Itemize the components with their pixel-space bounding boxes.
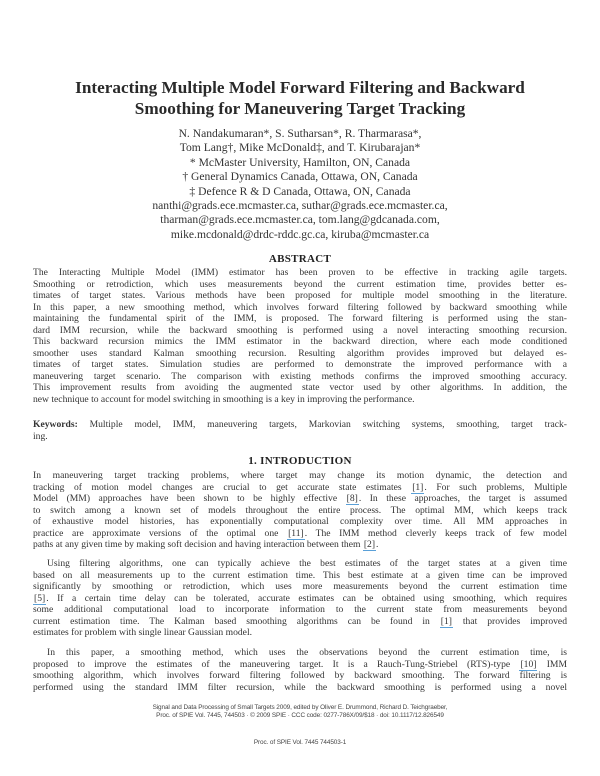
abstract-line: maneuvering target scenario. The compari… — [33, 370, 567, 382]
keywords-text: Multiple model, IMM, maneuvering targets… — [89, 419, 567, 430]
abstract-heading: ABSTRACT — [268, 253, 332, 265]
email-line: tharman@grads.ece.mcmaster.ca, tom.lang@… — [160, 213, 440, 227]
title-line-1: Interacting Multiple Model Forward Filte… — [75, 78, 525, 97]
abstract-line: dard IMM recursion, while the backward s… — [33, 324, 567, 336]
affiliation-line: ‡ Defence R & D Canada, Ottawa, ON, Cana… — [189, 184, 411, 198]
intro-paragraph-1: In maneuvering target tracking problems,… — [33, 470, 567, 552]
email-line: mike.mcdonald@drdc-rddc.gc.ca, kiruba@mc… — [170, 227, 430, 241]
keywords-text-cont: ing. — [33, 430, 48, 442]
publication-footer: Signal and Data Processing of Small Targ… — [0, 704, 600, 721]
abstract-line: timates of target states. Simulation stu… — [33, 359, 567, 371]
abstract-line: smoother uses standard Kalman smoothing … — [33, 347, 567, 359]
abstract-line: In this paper, a new smoothing method, w… — [33, 301, 567, 313]
author-line: Tom Lang†, Mike McDonald‡, and T. Kiruba… — [179, 141, 421, 155]
intro-paragraph-2: Using filtering algorithms, one can typi… — [33, 558, 567, 639]
citation-link[interactable]: [10] — [519, 658, 538, 671]
email-line: nanthi@grads.ece.mcmaster.ca, suthar@gra… — [152, 199, 448, 213]
abstract-line: maintaining the fundamental spirit of th… — [33, 313, 567, 325]
section-heading-introduction: 1. INTRODUCTION — [248, 455, 352, 467]
footer-line-2: Proc. of SPIE Vol. 7445, 744503 · © 2009… — [156, 712, 444, 720]
citation-link[interactable]: [1] — [439, 615, 453, 628]
paper-title: Interacting Multiple Model Forward Filte… — [20, 77, 580, 119]
keywords-label: Keywords: — [33, 419, 78, 430]
author-block: N. Nandakumaran*, S. Sutharsan*, R. Thar… — [80, 127, 520, 242]
abstract-line: timates of target states. Various method… — [33, 290, 567, 302]
citation-link[interactable]: [8] — [345, 493, 359, 506]
abstract-line: Smoothing or retrodiction, which uses me… — [33, 278, 567, 290]
abstract-line: This backward recursion mimics the IMM e… — [33, 336, 567, 348]
abstract-line: This improvement results from avoiding t… — [33, 382, 567, 394]
footer-line-1: Signal and Data Processing of Small Targ… — [152, 704, 448, 711]
abstract-body: The Interacting Multiple Model (IMM) est… — [33, 267, 567, 406]
keywords: Keywords: Multiple model, IMM, maneuveri… — [33, 419, 567, 442]
citation-link[interactable]: [1] — [411, 481, 425, 494]
affiliation-line: * McMaster University, Hamilton, ON, Can… — [189, 155, 411, 169]
abstract-line: The Interacting Multiple Model (IMM) est… — [33, 267, 567, 278]
intro-paragraph-3: In this paper, a smoothing method, which… — [33, 647, 567, 693]
citation-link[interactable]: [5] — [33, 592, 47, 605]
affiliation-line: † General Dynamics Canada, Ottawa, ON, C… — [182, 170, 418, 184]
abstract-line: new technique to account for model switc… — [33, 394, 415, 406]
title-line-2: Smoothing for Maneuvering Target Trackin… — [134, 99, 466, 118]
citation-link[interactable]: [11] — [287, 527, 305, 540]
citation-link[interactable]: [2] — [362, 539, 377, 552]
author-line: N. Nandakumaran*, S. Sutharsan*, R. Thar… — [178, 127, 422, 140]
page-reference: Proc. of SPIE Vol. 7445 744503-1 — [253, 739, 347, 746]
